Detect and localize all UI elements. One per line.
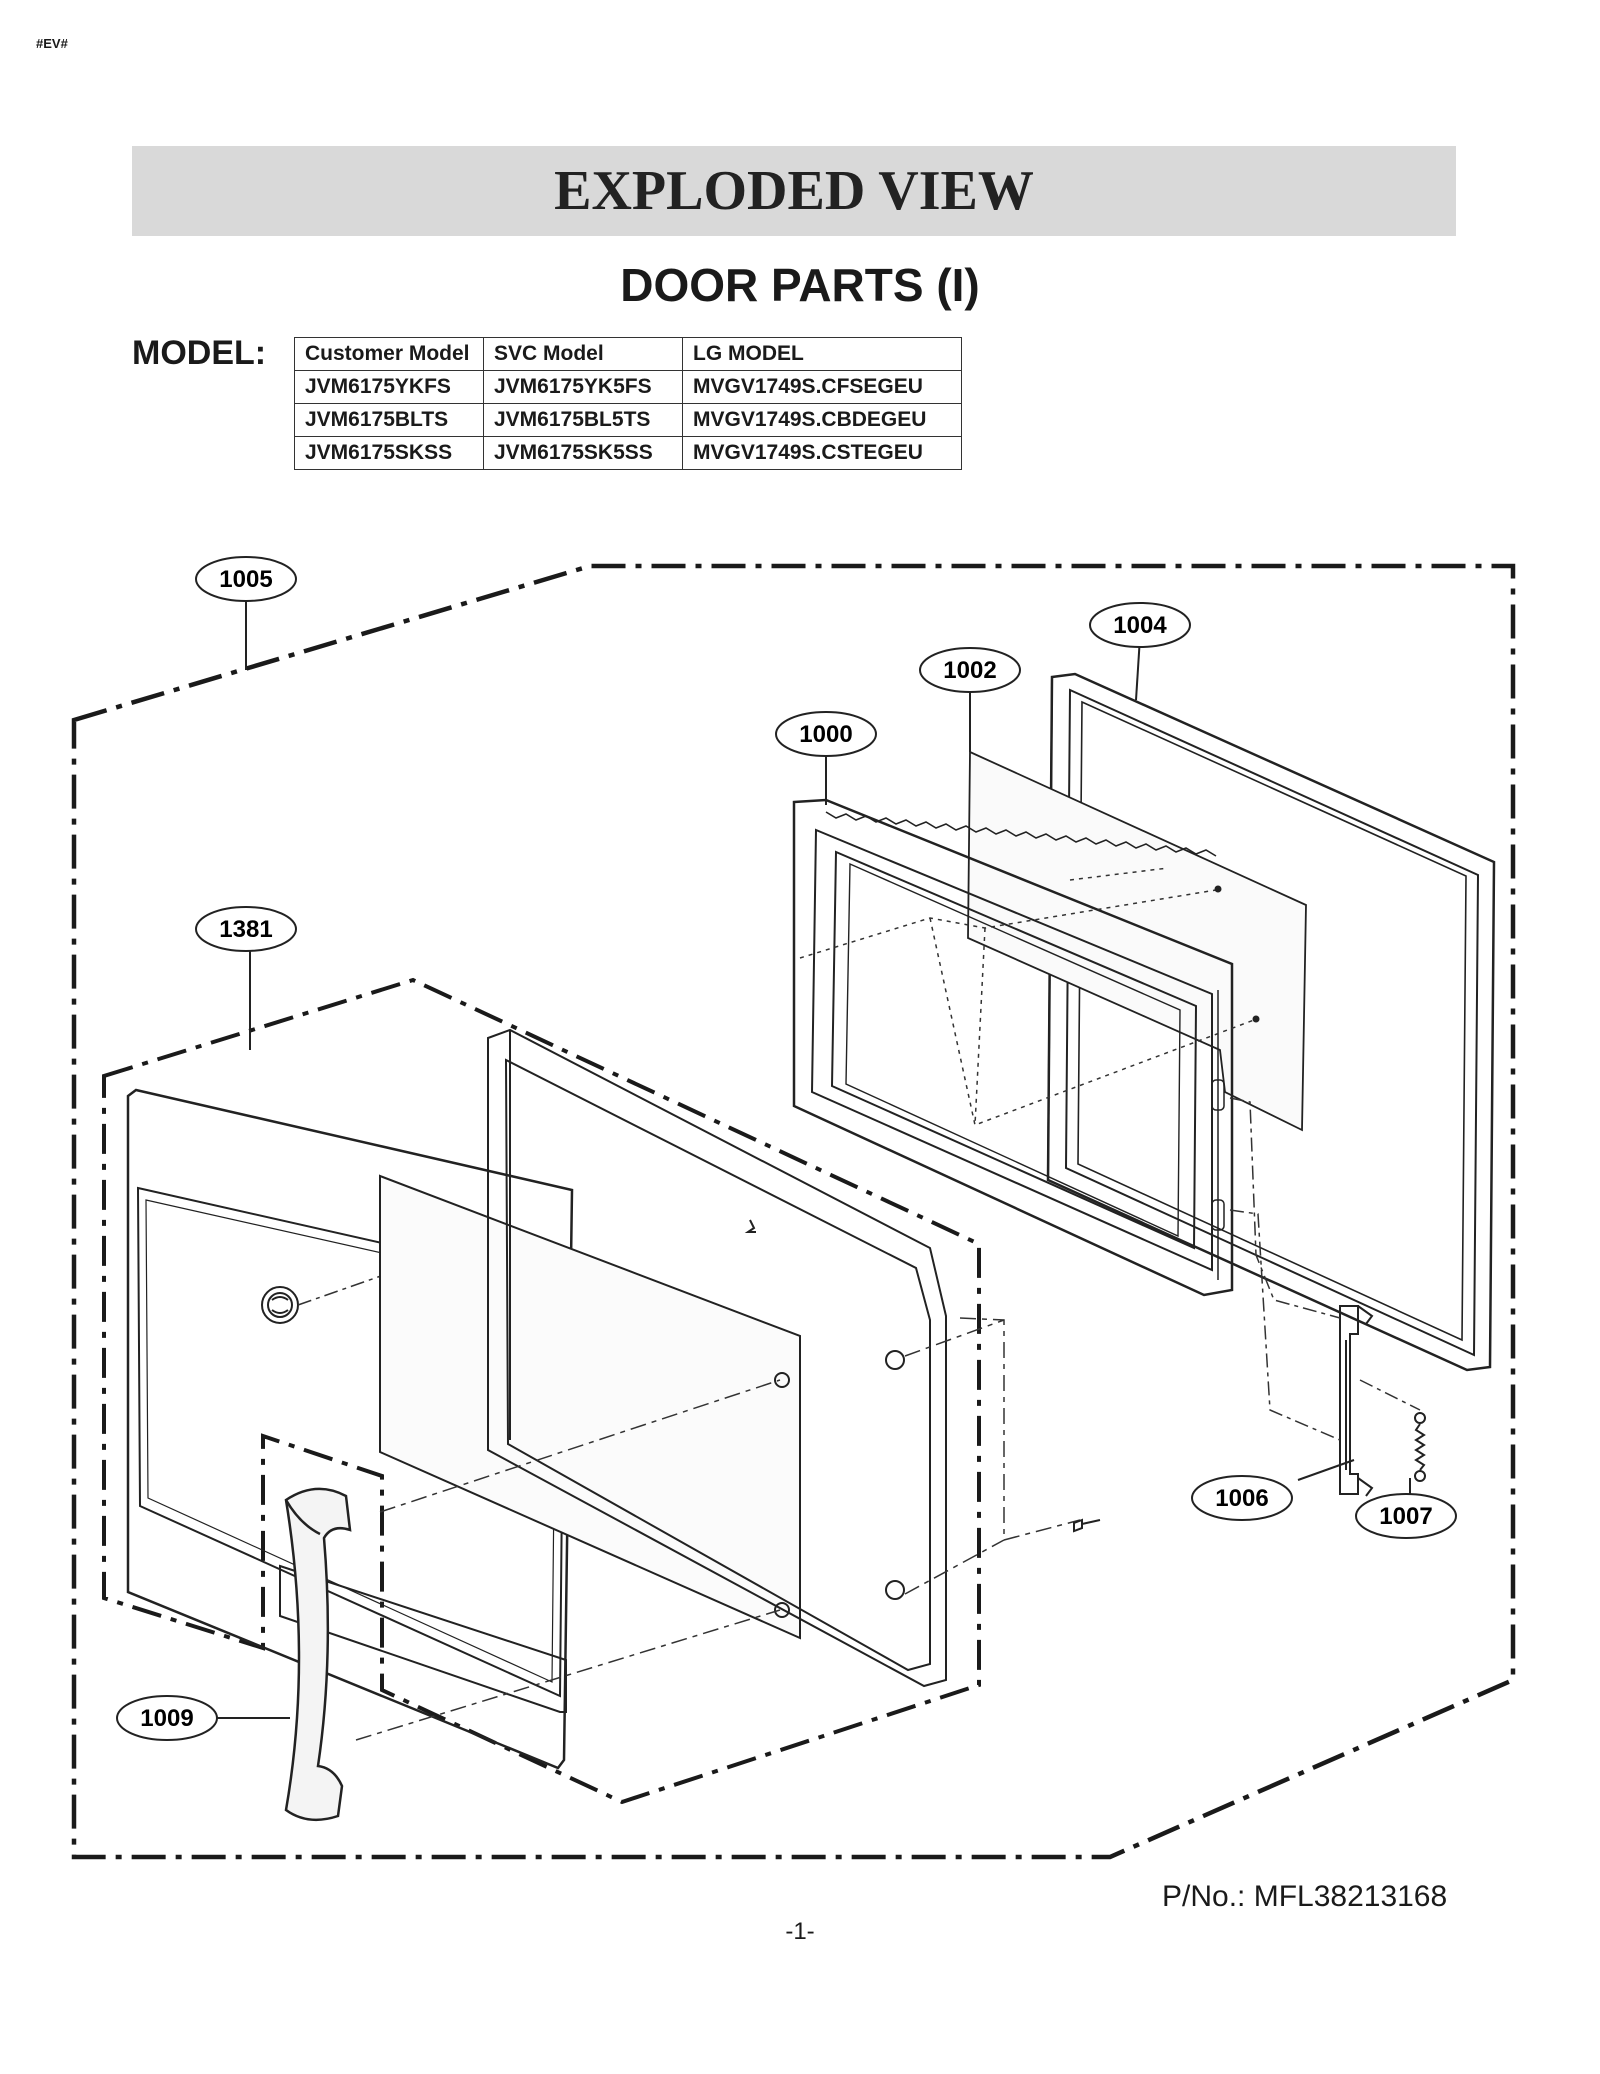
callout-1381-label: 1381 (219, 916, 272, 943)
part-1006-latch (1339, 1305, 1374, 1497)
table-cell: JVM6175SK5SS (483, 436, 683, 470)
col-lg-model: LG MODEL (682, 337, 962, 371)
callout-1009: 1009 (116, 1695, 218, 1741)
ge-logo-icon (261, 1286, 299, 1324)
title-band: EXPLODED VIEW (132, 146, 1456, 236)
callout-1002-label: 1002 (943, 657, 996, 684)
table-cell: JVM6175YK5FS (483, 370, 683, 404)
callout-1006-label: 1006 (1215, 1485, 1268, 1512)
page-title: EXPLODED VIEW (554, 160, 1034, 222)
table-row: JVM6175YKFS JVM6175YK5FS MVGV1749S.CFSEG… (294, 370, 962, 404)
callout-1004-label: 1004 (1113, 612, 1167, 639)
callout-1005-label: 1005 (219, 566, 272, 593)
page-number: -1- (785, 1918, 815, 1945)
part-1009-handle (284, 1487, 352, 1822)
part-1007-spring (1414, 1412, 1426, 1482)
model-label: MODEL: (132, 334, 267, 372)
callout-1006: 1006 (1191, 1475, 1293, 1521)
table-cell: JVM6175BL5TS (483, 403, 683, 437)
callout-1000: 1000 (775, 711, 877, 757)
callout-1000-label: 1000 (799, 721, 852, 748)
section-subtitle: DOOR PARTS (I) (620, 259, 980, 311)
callout-1007-label: 1007 (1379, 1503, 1432, 1530)
model-table-header-row: Customer Model SVC Model LG MODEL (294, 337, 962, 371)
callout-1005: 1005 (195, 556, 297, 602)
table-cell: MVGV1749S.CFSEGEU (682, 370, 962, 404)
callout-1009-label: 1009 (140, 1705, 193, 1732)
table-cell: MVGV1749S.CBDEGEU (682, 403, 962, 437)
table-cell: JVM6175SKSS (294, 436, 484, 470)
middle-glass-panel (379, 1174, 801, 1640)
door-frame (487, 1028, 947, 1688)
table-row: JVM6175SKSS JVM6175SK5SS MVGV1749S.CSTEG… (294, 436, 962, 470)
lower-guide-lines (355, 1317, 1081, 1741)
assembly-boundary-1005 (71, 563, 1516, 1860)
col-customer-model: Customer Model (294, 337, 484, 371)
part-1002-glass (967, 750, 1307, 1132)
part-number: P/No.: MFL38213168 (1162, 1880, 1448, 1913)
model-table: Customer Model SVC Model LG MODEL JVM617… (294, 337, 962, 470)
col-svc-model: SVC Model (483, 337, 683, 371)
screw-lower (1073, 1518, 1101, 1533)
callout-1004: 1004 (1089, 602, 1191, 648)
screw-guide-lines (799, 867, 1255, 1127)
part-1004-frame (1046, 672, 1496, 1372)
screw-upper (1214, 885, 1260, 1023)
callout-1381: 1381 (195, 906, 297, 952)
latch-guide-lines (1229, 1097, 1421, 1441)
callout-1007: 1007 (1355, 1493, 1457, 1539)
callout-1002: 1002 (919, 647, 1021, 693)
assembly-boundary-1381 (102, 977, 981, 1805)
table-cell: MVGV1749S.CSTEGEU (682, 436, 962, 470)
corner-code: #EV# (36, 36, 68, 51)
glass-holes (774, 1372, 790, 1618)
